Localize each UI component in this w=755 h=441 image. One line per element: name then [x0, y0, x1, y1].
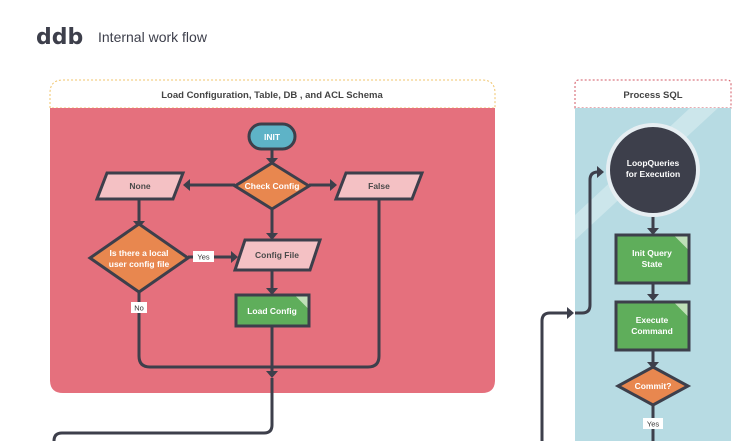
edge-label-yes-commit: Yes — [643, 418, 663, 429]
load-config-fold — [296, 296, 308, 308]
arrow-init-query — [647, 228, 659, 235]
node-loop-queries: LoopQueries for Execution — [606, 123, 700, 217]
yes-local-label: Yes — [197, 253, 209, 262]
load-panel-title: Load Configuration, Table, DB , and ACL … — [161, 90, 383, 101]
commit-label: Commit? — [635, 381, 672, 391]
arrow-false — [330, 179, 337, 191]
execute-command-label-line2: Command — [631, 326, 673, 336]
init-label: INIT — [264, 132, 281, 142]
loop-queries-label-line1: LoopQueries — [627, 158, 680, 168]
arrow-execute — [647, 294, 659, 301]
init-shape — [247, 122, 297, 151]
commit-shape — [614, 365, 692, 407]
node-load-config: Load Config — [234, 293, 311, 328]
node-init-query: Init Query State — [614, 233, 691, 285]
loop-queries-shape — [606, 123, 700, 217]
config-file-shape — [232, 238, 323, 272]
local-config-label-line2: user config file — [109, 259, 170, 269]
process-panel-title: Process SQL — [623, 90, 682, 101]
node-execute-command: Execute Command — [614, 300, 691, 352]
arrow-none — [183, 179, 190, 191]
page-subtitle: Internal work flow — [98, 29, 208, 45]
process-panel-header — [574, 79, 732, 109]
yes-local-bg — [193, 251, 214, 262]
node-check-config: Check Config — [232, 161, 312, 211]
node-commit: Commit? — [614, 365, 692, 407]
arrow-load-config — [266, 288, 278, 295]
node-local-config: Is there a local user config file — [87, 222, 191, 294]
init-query-label-line2: State — [642, 259, 663, 269]
execute-command-label-line1: Execute — [636, 315, 669, 325]
node-config-file: Config File — [232, 238, 323, 272]
arrow-merge-out — [266, 371, 278, 378]
none-label: None — [129, 181, 151, 191]
no-local-bg — [131, 302, 147, 313]
edge-false-to-merge — [272, 200, 381, 369]
local-config-shape — [87, 222, 191, 294]
edge-label-yes-local: Yes — [193, 251, 214, 262]
init-query-label-line1: Init Query — [632, 248, 672, 258]
arrow-loop-queries — [597, 166, 604, 178]
local-config-label-line1: Is there a local — [109, 248, 168, 258]
node-false: False — [333, 171, 425, 201]
yes-commit-label: Yes — [647, 420, 659, 429]
arrow-config-file-left — [231, 251, 238, 263]
execute-command-fold — [675, 303, 688, 316]
check-config-label: Check Config — [245, 181, 300, 191]
load-panel-header — [49, 79, 496, 109]
config-file-label: Config File — [255, 250, 299, 260]
init-query-shape — [614, 233, 691, 285]
no-local-label: No — [134, 304, 144, 313]
ddb-logo: ddb — [36, 25, 83, 50]
none-shape — [94, 171, 186, 201]
edge-to-loop — [575, 170, 599, 315]
check-config-shape — [232, 161, 312, 211]
arrow-into-process — [567, 307, 574, 319]
edge-up-to-process — [540, 311, 567, 441]
false-label: False — [368, 181, 390, 191]
false-shape — [333, 171, 425, 201]
edge-local-no-to-merge — [137, 291, 272, 369]
load-config-shape — [234, 293, 311, 328]
node-none: None — [94, 171, 186, 201]
load-config-label: Load Config — [247, 306, 297, 316]
node-init: INIT — [247, 122, 297, 151]
edge-merge-down — [52, 378, 274, 441]
loop-queries-label-line2: for Execution — [626, 169, 680, 179]
execute-command-shape — [614, 300, 691, 352]
init-query-fold — [675, 236, 688, 249]
edge-label-no-local: No — [131, 302, 147, 313]
yes-commit-bg — [643, 418, 663, 429]
arrow-config-file-top — [266, 233, 278, 240]
